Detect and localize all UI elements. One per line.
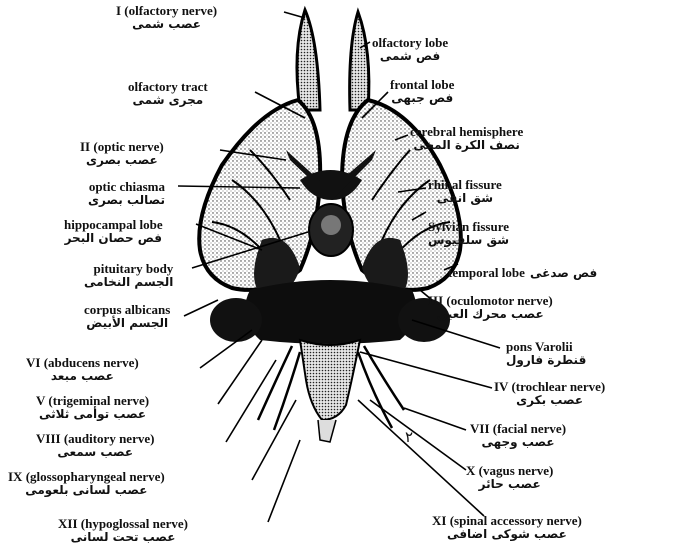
label-corpus-albicans: corpus albicans الجسم الأبیض (84, 303, 170, 329)
label-abducens-nerve: VI (abducens nerve) عصب مبعد (26, 356, 139, 382)
label-trochlear-nerve: IV (trochlear nerve) عصب بكری (494, 380, 605, 406)
label-oculomotor-nerve: III (oculomotor nerve) عصب محرك العين (428, 294, 553, 320)
label-en: XII (hypoglossal nerve) (58, 517, 188, 531)
label-ar: عصب بكری (494, 394, 605, 407)
label-ar: فص جبهی (390, 92, 454, 105)
label-ar: عصب لسانی بلعومی (8, 484, 165, 497)
label-ar: تصالب بصری (88, 194, 165, 207)
label-ar: عصب حائر (466, 478, 553, 491)
label-ar: عصب شوكی اضافی (432, 528, 582, 541)
label-ar: عصب تحت لسانی (58, 531, 188, 544)
label-ar: شق سلفیوس (428, 234, 509, 247)
label-ar: عصب بصری (80, 154, 164, 167)
label-ar: عصب وجهی (470, 436, 566, 449)
label-en: XI (spinal accessory nerve) (432, 514, 582, 528)
medulla (300, 340, 360, 420)
label-glossopharyngeal-nerve: IX (glossopharyngeal nerve) عصب لسانی بل… (8, 470, 165, 496)
label-en: V (trigeminal nerve) (36, 394, 149, 408)
label-en: olfactory tract (128, 80, 208, 94)
olfactory-nerve-right (350, 12, 369, 110)
label-en: hippocampal lobe (64, 218, 163, 232)
label-en: rhinal fissure (428, 178, 502, 192)
label-ar: عصب مبعد (26, 370, 139, 383)
label-ar: فص حصان البحر (64, 232, 163, 245)
label-en: II (optic nerve) (80, 140, 164, 154)
label-ar: عصب سمعی (36, 446, 154, 459)
label-ar: شق انفی (428, 192, 502, 205)
label-ar: الجسم الأبیض (84, 317, 170, 330)
label-en: VII (facial nerve) (470, 422, 566, 436)
label-ar: مجری شمی (128, 94, 208, 107)
label-sylvian-fissure: Sylvian fissure شق سلفیوس (428, 220, 509, 246)
label-hippocampal-lobe: hippocampal lobe فص حصان البحر (64, 218, 163, 244)
label-en: olfactory lobe (372, 36, 448, 50)
label-en: temporal lobe (448, 265, 525, 280)
label-olfactory-lobe: olfactory lobe فص شمی (372, 36, 448, 62)
label-ar: عصب محرك العين (428, 308, 553, 321)
label-ar: قنطرة فارول (506, 354, 586, 367)
label-ar: عصب توأمی ثلاثی (36, 408, 149, 421)
label-pituitary-body: pituitary body الجسم النخامی (84, 262, 173, 288)
label-optic-chiasma: optic chiasma تصالب بصری (88, 180, 165, 206)
label-hypoglossal-nerve: XII (hypoglossal nerve) عصب تحت لسانی (58, 517, 188, 543)
pons-varolii (245, 280, 417, 344)
label-en: cerebral hemisphere (410, 125, 523, 139)
label-ar: عصب شمی (116, 18, 217, 31)
label-ar: الجسم النخامی (84, 276, 173, 289)
label-en: pons Varolii (506, 340, 586, 354)
label-en: corpus albicans (84, 303, 170, 317)
page-number: ٢ (405, 428, 413, 446)
label-en: IV (trochlear nerve) (494, 380, 605, 394)
label-vagus-nerve: X (vagus nerve) عصب حائر (466, 464, 553, 490)
label-ar: فص شمی (372, 50, 448, 63)
label-en: Sylvian fissure (428, 220, 509, 234)
olfactory-nerve-left (297, 10, 320, 110)
label-en: frontal lobe (390, 78, 454, 92)
label-rhinal-fissure: rhinal fissure شق انفی (428, 178, 502, 204)
label-en: I (olfactory nerve) (116, 4, 217, 18)
label-en: VI (abducens nerve) (26, 356, 139, 370)
label-ar: نصف الكرة المخی (410, 139, 523, 152)
label-en: pituitary body (84, 262, 173, 276)
label-facial-nerve: VII (facial nerve) عصب وجهی (470, 422, 566, 448)
label-en: VIII (auditory nerve) (36, 432, 154, 446)
label-en: IX (glossopharyngeal nerve) (8, 470, 165, 484)
label-auditory-nerve: VIII (auditory nerve) عصب سمعی (36, 432, 154, 458)
label-en: III (oculomotor nerve) (428, 294, 553, 308)
label-temporal-lobe: temporal lobe فص صدغی (448, 264, 597, 281)
label-spinal-accessory-nerve: XI (spinal accessory nerve) عصب شوكی اضا… (432, 514, 582, 540)
label-olfactory-nerve: I (olfactory nerve) عصب شمی (116, 4, 217, 30)
label-olfactory-tract: olfactory tract مجری شمی (128, 80, 208, 106)
label-cerebral-hemisphere: cerebral hemisphere نصف الكرة المخی (410, 125, 523, 151)
label-trigeminal-nerve: V (trigeminal nerve) عصب توأمی ثلاثی (36, 394, 149, 420)
label-optic-nerve: II (optic nerve) عصب بصری (80, 140, 164, 166)
label-frontal-lobe: frontal lobe فص جبهی (390, 78, 454, 104)
label-en: X (vagus nerve) (466, 464, 553, 478)
lateral-mass-left (210, 298, 262, 342)
label-ar: فص صدغی (530, 266, 597, 280)
label-en: optic chiasma (88, 180, 165, 194)
label-pons-varolii: pons Varolii قنطرة فارول (506, 340, 586, 366)
